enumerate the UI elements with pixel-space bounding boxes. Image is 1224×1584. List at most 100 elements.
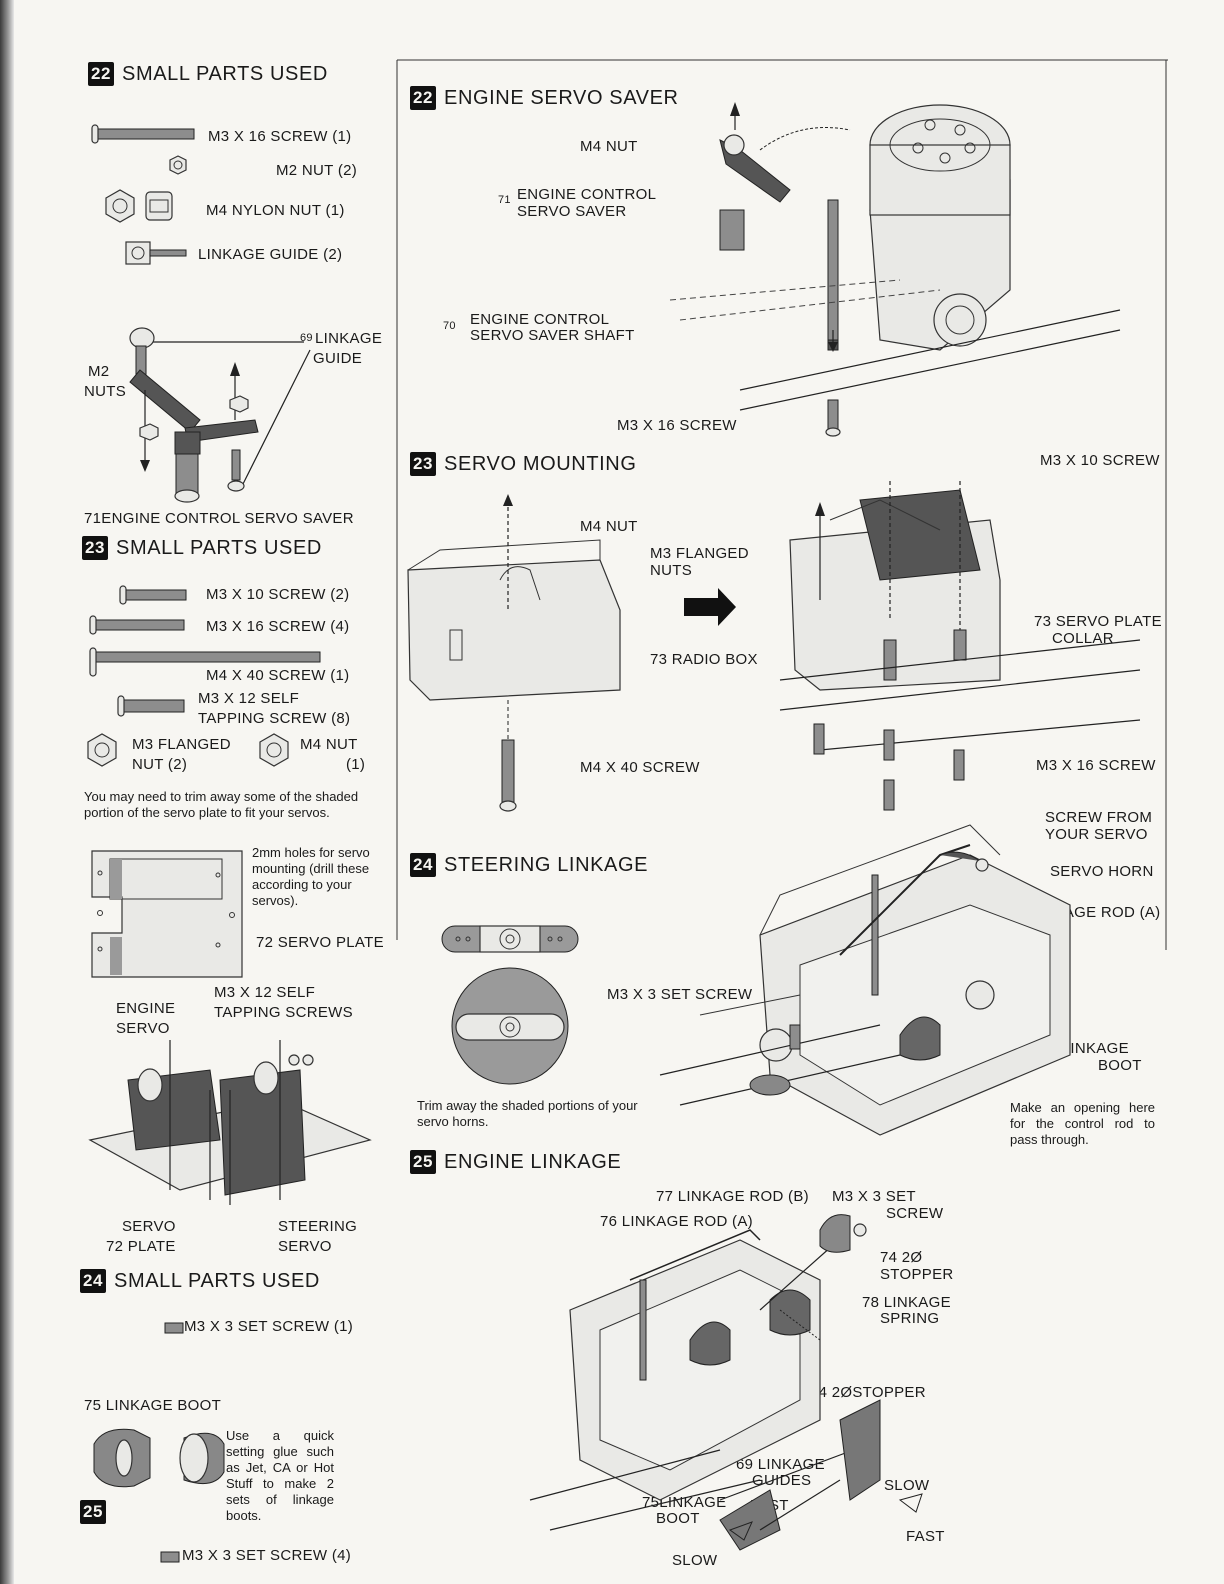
label-nuts: NUTS [84,383,127,400]
label-m4x40: M4 X 40 SCREW [580,759,700,776]
label-m2: M2 [88,363,110,380]
label-saver: 71ENGINE CONTROL SERVO SAVER [84,510,354,527]
label-guide-num: 69 [300,332,313,344]
label-guide: GUIDE [313,350,363,367]
label-slow-1: SLOW [884,1477,930,1494]
left-25-header: 25 [80,1500,114,1524]
servo-saver-assembly-drawing [129,327,311,503]
label-collar-1: 73 SERVO PLATE [1034,613,1162,630]
part-set-screw: M3 X 3 SET SCREW (1) [184,1318,354,1335]
label-m4nut-22: M4 NUT [580,138,638,155]
label-spring-1: 78 LINKAGE [862,1294,951,1311]
part-set-screw-4: M3 X 3 SET SCREW (4) [182,1547,352,1564]
holes-note: 2mm holes for servo mounting (drill thes… [252,845,370,908]
part-m4nut-qty: (1) [346,756,366,773]
part-m2nut: M2 NUT (2) [276,162,358,179]
set-screw-icon-25 [160,1551,180,1563]
glue-note: Use a quick setting glue such as Jet, CA… [226,1428,334,1523]
section-title: STEERING LINKAGE [444,853,649,876]
part-m3x16: M3 X 16 SCREW (4) [206,618,350,635]
label-radio-box: 73 RADIO BOX [650,651,758,668]
label-rod-a-25: 76 LINKAGE ROD (A) [600,1213,753,1230]
engine-servo-saver-drawing [669,102,1121,437]
section-title: ENGINE SERVO SAVER [444,86,679,109]
steering-linkage-drawing [659,824,1071,1136]
small-parts-23-icons [87,585,321,767]
label-flanged-1: M3 FLANGED [650,545,749,562]
opening-note: Make an opening here for the control rod… [1010,1100,1155,1147]
section-title: SMALL PARTS USED [122,62,328,85]
servo-mount-drawing [88,1040,372,1205]
right-23-header: 23 SERVO MOUNTING [410,452,637,476]
part-m3x16: M3 X 16 SCREW (1) [208,128,352,145]
part-m4nut: M4 NUT [300,736,358,753]
label-servo-horn: SERVO HORN [1050,863,1154,880]
label-flanged-2: NUTS [650,562,693,579]
section-title: ENGINE LINKAGE [444,1150,622,1173]
part-flanged-2: NUT (2) [132,756,188,773]
left-24-header: 24 SMALL PARTS USED [80,1269,320,1293]
step-number: 22 [410,86,436,110]
servo-horn-drawing [441,925,579,1085]
label-set-25-1: M3 X 3 SET [832,1188,916,1205]
label-slow-2: SLOW [672,1552,718,1569]
section-title: SMALL PARTS USED [114,1269,320,1292]
right-25-header: 25 ENGINE LINKAGE [410,1150,621,1174]
label-shaft-2: SERVO SAVER SHAFT [470,327,635,344]
label-linkage-boot: 75 LINKAGE BOOT [84,1397,222,1414]
label-stopper-1b: STOPPER [880,1266,954,1283]
label-engine: ENGINE [116,1000,176,1017]
label-set-screw: M3 X 3 SET SCREW [607,986,753,1003]
part-m4nylon: M4 NYLON NUT (1) [206,202,345,219]
label-guides-2: GUIDES [752,1472,812,1489]
servo-mounting-drawing [407,480,1141,812]
label-sh-num: 70 [443,320,456,332]
label-servo-plate: 72 SERVO PLATE [256,934,384,951]
step-number: 22 [88,62,114,86]
label-m3x16-23: M3 X 16 SCREW [1036,757,1156,774]
step-number: 25 [410,1150,436,1174]
label-engine-servo: SERVO [116,1020,170,1037]
step-number: 23 [410,452,436,476]
label-steering-servo: SERVO [278,1238,332,1255]
trim-horn-note: Trim away the shaded portions of your se… [417,1098,638,1129]
step-number: 24 [80,1269,106,1293]
right-22-header: 22 ENGINE SERVO SAVER [410,86,679,110]
label-spring-2: SPRING [880,1310,940,1327]
label-shaft-1: ENGINE CONTROL [470,311,610,328]
step-number: 25 [80,1500,106,1524]
label-servo: SERVO [122,1218,176,1235]
section-title: SMALL PARTS USED [116,536,322,559]
left-23-header: 23 SMALL PARTS USED [82,536,322,560]
label-tap-1: M3 X 12 SELF [214,984,316,1001]
label-fast-2: FAST [906,1528,945,1545]
section-title: SERVO MOUNTING [444,452,637,475]
part-self-tap-1: M3 X 12 SELF [198,690,300,707]
label-collar-2: COLLAR [1052,630,1114,647]
step-number: 24 [410,853,436,877]
engine-linkage-drawing [529,1214,923,1551]
label-stopper-2: 74 2ØSTOPPER [810,1384,926,1401]
set-screw-icon [164,1322,184,1334]
label-rod-b: 77 LINKAGE ROD (B) [656,1188,809,1205]
label-ecs-2: SERVO SAVER [517,203,627,220]
right-24-header: 24 STEERING LINKAGE [410,853,648,877]
part-linkage-guide: LINKAGE GUIDE (2) [198,246,343,263]
part-m4x40: M4 X 40 SCREW (1) [206,667,350,684]
servo-plate-drawing [91,850,243,978]
label-screw-22: M3 X 16 SCREW [617,417,737,434]
binding-edge [0,0,14,1584]
label-boot-25-2: BOOT [656,1510,700,1527]
small-parts-22-icons [91,124,195,265]
linkage-boot-drawing [93,1428,225,1488]
label-tap-2: TAPPING SCREWS [214,1004,353,1021]
step-number: 23 [82,536,108,560]
label-ecs-num: 71 [498,194,511,206]
left-22-header: 22 SMALL PARTS USED [88,62,328,86]
label-m3x10: M3 X 10 SCREW [1040,452,1160,469]
part-flanged-1: M3 FLANGED [132,736,231,753]
label-linkage: LINKAGE [315,330,383,347]
label-servo-plate-2: 72 PLATE [106,1238,176,1255]
label-ecs-1: ENGINE CONTROL [517,186,657,203]
